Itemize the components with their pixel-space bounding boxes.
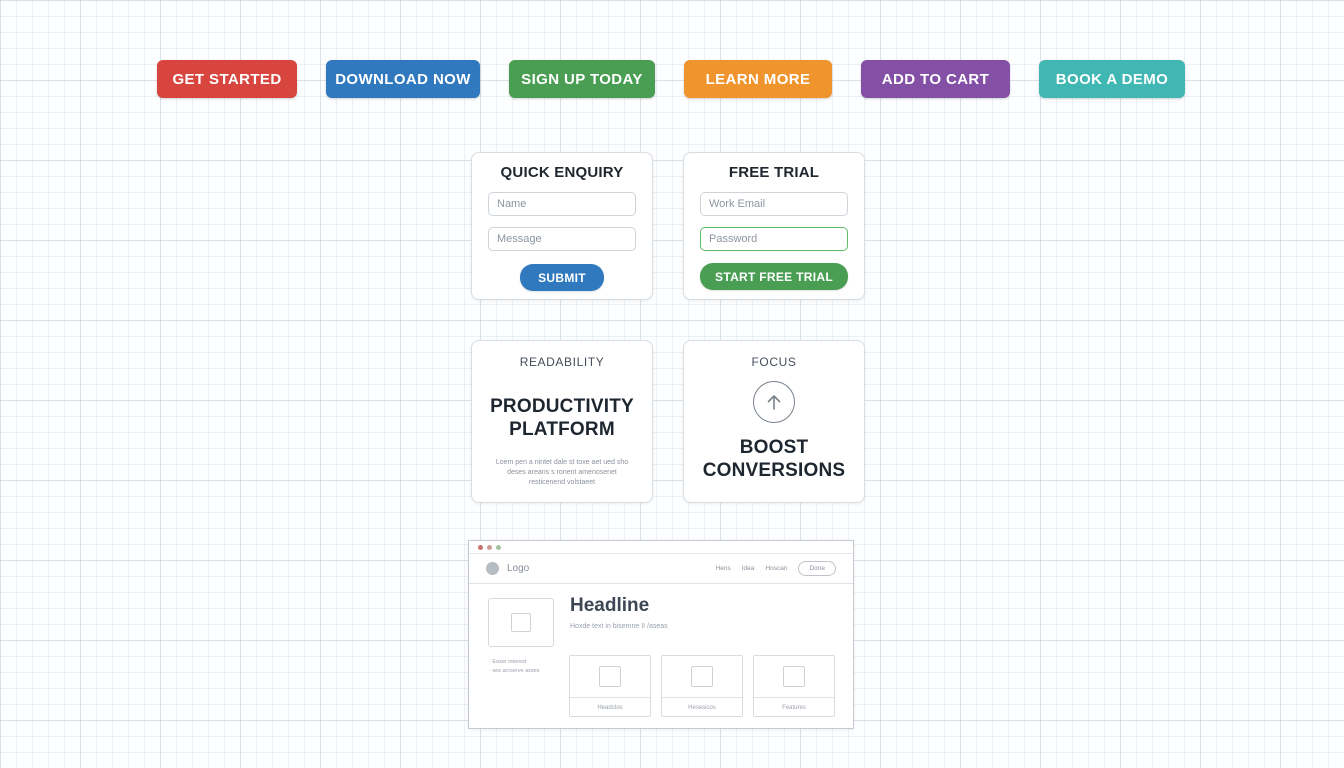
mockup-card-1: Headstos [569,655,651,717]
mockup-card-row: Headstos Hesesicos Features [569,655,835,717]
browser-mockup: Logo Hens Idea Hoscan Done · Eoser inter… [468,540,854,729]
quick-enquiry-title: QUICK ENQUIRY [500,164,624,181]
card-image-area [754,656,834,698]
traffic-light-yellow-icon [487,544,492,550]
hero-bullet-list: · Eoser interest · ses arcserve asses [489,658,539,676]
hero-bullet-2: · ses arcserve asses [489,668,540,674]
mockup-card-caption: Headstos [597,704,623,711]
image-placeholder-icon [511,613,531,632]
hero-bullet-1: · Eoser interest [489,659,527,665]
free-trial-card: FREE TRIAL START FREE TRIAL [683,152,865,300]
add-to-cart-button[interactable]: ADD TO CART [861,60,1010,98]
nav-cta-pill-button[interactable]: Done [798,561,836,576]
focus-label: FOCUS [751,355,797,369]
nav-link-2[interactable]: Idea [741,565,755,572]
mockup-subtitle: Hoxde text in bisemne II /aseas [570,623,668,630]
cta-button-row: GET STARTED DOWNLOAD NOW SIGN UP TODAY L… [157,60,1185,98]
card-image-area [570,656,650,698]
nav-link-1[interactable]: Hens [715,565,731,572]
get-started-button[interactable]: GET STARTED [157,60,297,98]
mockup-navbar: Logo Hens Idea Hoscan Done [469,554,853,584]
mockup-nav-links: Hens Idea Hoscan Done [716,561,836,576]
logo-icon [486,562,499,575]
arrow-up-icon [753,381,795,423]
image-placeholder-icon [783,666,805,687]
traffic-light-green-icon [496,544,501,550]
download-now-button[interactable]: DOWNLOAD NOW [326,60,480,98]
quick-enquiry-card: QUICK ENQUIRY SUBMIT [471,152,653,300]
work-email-input[interactable] [700,192,848,216]
focus-card: FOCUS BOOST CONVERSIONS [683,340,865,503]
free-trial-title: FREE TRIAL [728,164,820,181]
readability-label: READABILITY [519,355,605,369]
submit-button[interactable]: SUBMIT [520,264,604,291]
browser-titlebar [469,541,853,554]
mockup-card-caption: Hesesicos [688,704,716,711]
image-placeholder-icon [691,666,713,687]
readability-card: READABILITY PRODUCTIVITY PLATFORM Loem p… [471,340,653,503]
mockup-card-2: Hesesicos [661,655,743,717]
learn-more-button[interactable]: LEARN MORE [684,60,832,98]
hero-image-placeholder [488,598,554,647]
start-free-trial-button[interactable]: START FREE TRIAL [700,263,848,290]
sign-up-today-button[interactable]: SIGN UP TODAY [509,60,655,98]
mockup-content: · Eoser interest · ses arcserve asses He… [469,584,853,728]
book-a-demo-button[interactable]: BOOK A DEMO [1039,60,1185,98]
name-input[interactable] [488,192,636,216]
readability-body-text: Loem pen a nintet dale st toxe aet ued s… [495,459,629,486]
card-image-area [662,656,742,698]
nav-link-3[interactable]: Hoscan [765,565,788,572]
mockup-card-caption: Features [782,704,806,711]
password-input[interactable] [700,227,848,251]
mockup-headline: Headline [570,595,650,616]
traffic-light-red-icon [478,544,483,550]
message-input[interactable] [488,227,636,251]
logo-label: Logo [507,563,530,574]
image-placeholder-icon [599,666,621,687]
mockup-card-3: Features [753,655,835,717]
productivity-platform-heading: PRODUCTIVITY PLATFORM [490,396,634,440]
boost-conversions-heading: BOOST CONVERSIONS [702,437,846,481]
